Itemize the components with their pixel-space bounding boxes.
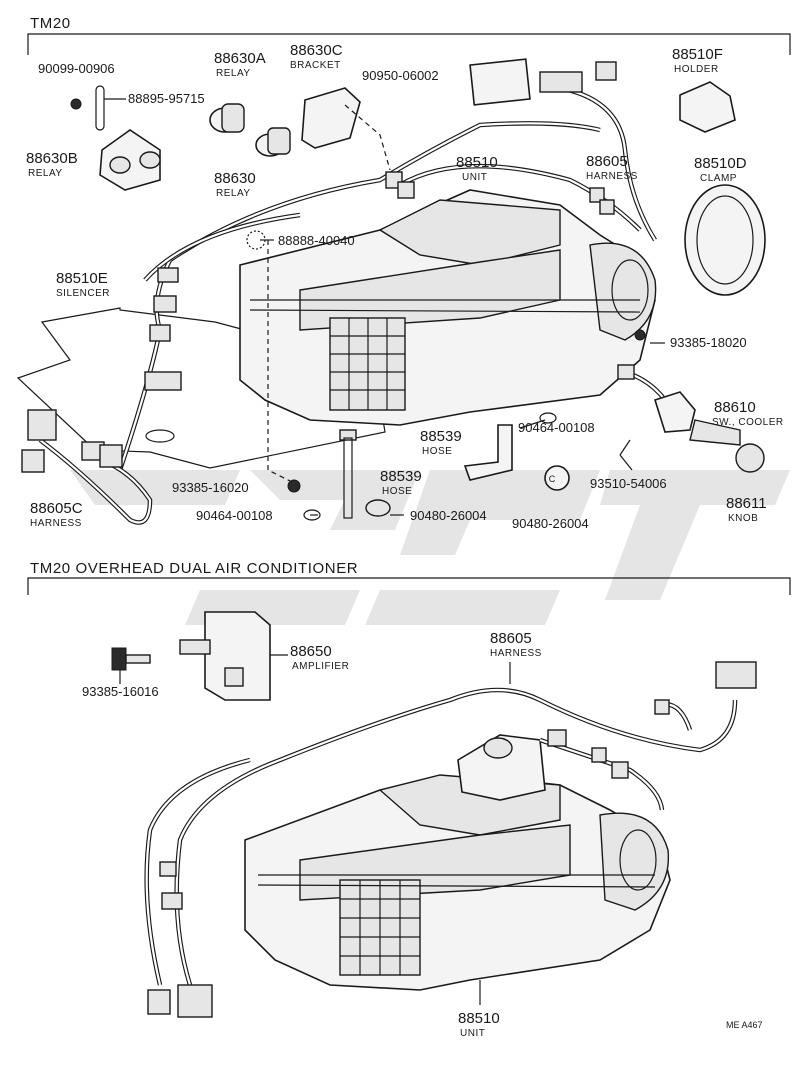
- drawing-code: ME A467: [726, 1020, 763, 1030]
- label-88510-b-name: UNIT: [460, 1028, 485, 1039]
- label-88605-b-name: HARNESS: [490, 648, 542, 659]
- label-88895-95715: 88895-95715: [128, 91, 205, 106]
- label-88539-a-name: HOSE: [422, 446, 452, 457]
- label-88605-b: 88605: [490, 630, 532, 647]
- label-88539-a: 88539: [420, 428, 462, 445]
- label-88510D-name: CLAMP: [700, 173, 737, 184]
- label-88610-name: SW., COOLER: [712, 417, 784, 428]
- bottom-part-labels: 88650 AMPLIFIER 93385-16016 88605 HARNES…: [82, 630, 763, 1039]
- blower-unit-top: [239, 189, 657, 426]
- label-88605C-name: HARNESS: [30, 518, 82, 529]
- label-88605: 88605: [586, 153, 628, 170]
- label-90464-00108-a: 90464-00108: [518, 420, 595, 435]
- label-88650: 88650: [290, 643, 332, 660]
- silencer-hole: [145, 429, 175, 443]
- label-88630C: 88630C: [290, 42, 343, 59]
- label-88605-name: HARNESS: [586, 171, 638, 182]
- label-88510-name: UNIT: [462, 172, 487, 183]
- label-88539-b: 88539: [380, 468, 422, 485]
- label-93385-16016: 93385-16016: [82, 684, 159, 699]
- label-93510-54006: 93510-54006: [590, 476, 667, 491]
- label-88630A: 88630A: [214, 50, 266, 67]
- label-88888-40040: 88888-40040: [278, 233, 355, 248]
- bottom-section-title: TM20 OVERHEAD DUAL AIR CONDITIONER: [30, 560, 358, 577]
- label-88510F-name: HOLDER: [674, 64, 719, 75]
- top-part-labels: 90099-00906 88895-95715 88630A RELAY 886…: [26, 42, 784, 531]
- label-90480-26004-a: 90480-26004: [410, 508, 487, 523]
- label-88510D: 88510D: [694, 155, 747, 172]
- label-90464-00108-b: 90464-00108: [196, 508, 273, 523]
- label-88630B: 88630B: [26, 150, 78, 167]
- label-90099-00906: 90099-00906: [38, 61, 115, 76]
- bottom-section-frame: [27, 577, 791, 595]
- top-connectors: [21, 61, 635, 473]
- top-dashed-guides: [267, 104, 391, 483]
- bottom-small-parts: [111, 611, 271, 701]
- label-88510E-name: SILENCER: [56, 288, 110, 299]
- label-88539-b-name: HOSE: [382, 486, 412, 497]
- top-harness-wires: [38, 85, 667, 525]
- label-88630B-name: RELAY: [28, 168, 63, 179]
- label-88650-name: AMPLIFIER: [292, 661, 349, 672]
- label-88630: 88630: [214, 170, 256, 187]
- bottom-leader-lines: [119, 654, 511, 1005]
- section-labels: TM20 TM20 OVERHEAD DUAL AIR CONDITIONER: [30, 15, 358, 577]
- clip-symbol: C: [549, 474, 556, 484]
- label-90950-06002: 90950-06002: [362, 68, 439, 83]
- top-section-frame: [27, 33, 791, 55]
- label-88630C-name: BRACKET: [290, 60, 341, 71]
- top-small-parts: [70, 58, 766, 521]
- bottom-harness-wires: [144, 687, 738, 986]
- blower-unit-bottom: [244, 734, 671, 991]
- top-leader-lines: [104, 98, 665, 516]
- label-88510: 88510: [456, 154, 498, 171]
- label-88630-name: RELAY: [216, 188, 251, 199]
- label-88510-b: 88510: [458, 1010, 500, 1027]
- label-93385-18020: 93385-18020: [670, 335, 747, 350]
- label-88605C: 88605C: [30, 500, 83, 517]
- bottom-connectors: [147, 661, 757, 1018]
- label-93385-16020: 93385-16020: [172, 480, 249, 495]
- label-88630A-name: RELAY: [216, 68, 251, 79]
- label-88611: 88611: [726, 495, 767, 512]
- top-section-title: TM20: [30, 15, 71, 32]
- label-88510F: 88510F: [672, 46, 723, 63]
- label-88610: 88610: [714, 399, 756, 416]
- label-90480-26004-b: 90480-26004: [512, 516, 589, 531]
- label-88510E: 88510E: [56, 270, 108, 287]
- label-88611-name: KNOB: [728, 513, 758, 524]
